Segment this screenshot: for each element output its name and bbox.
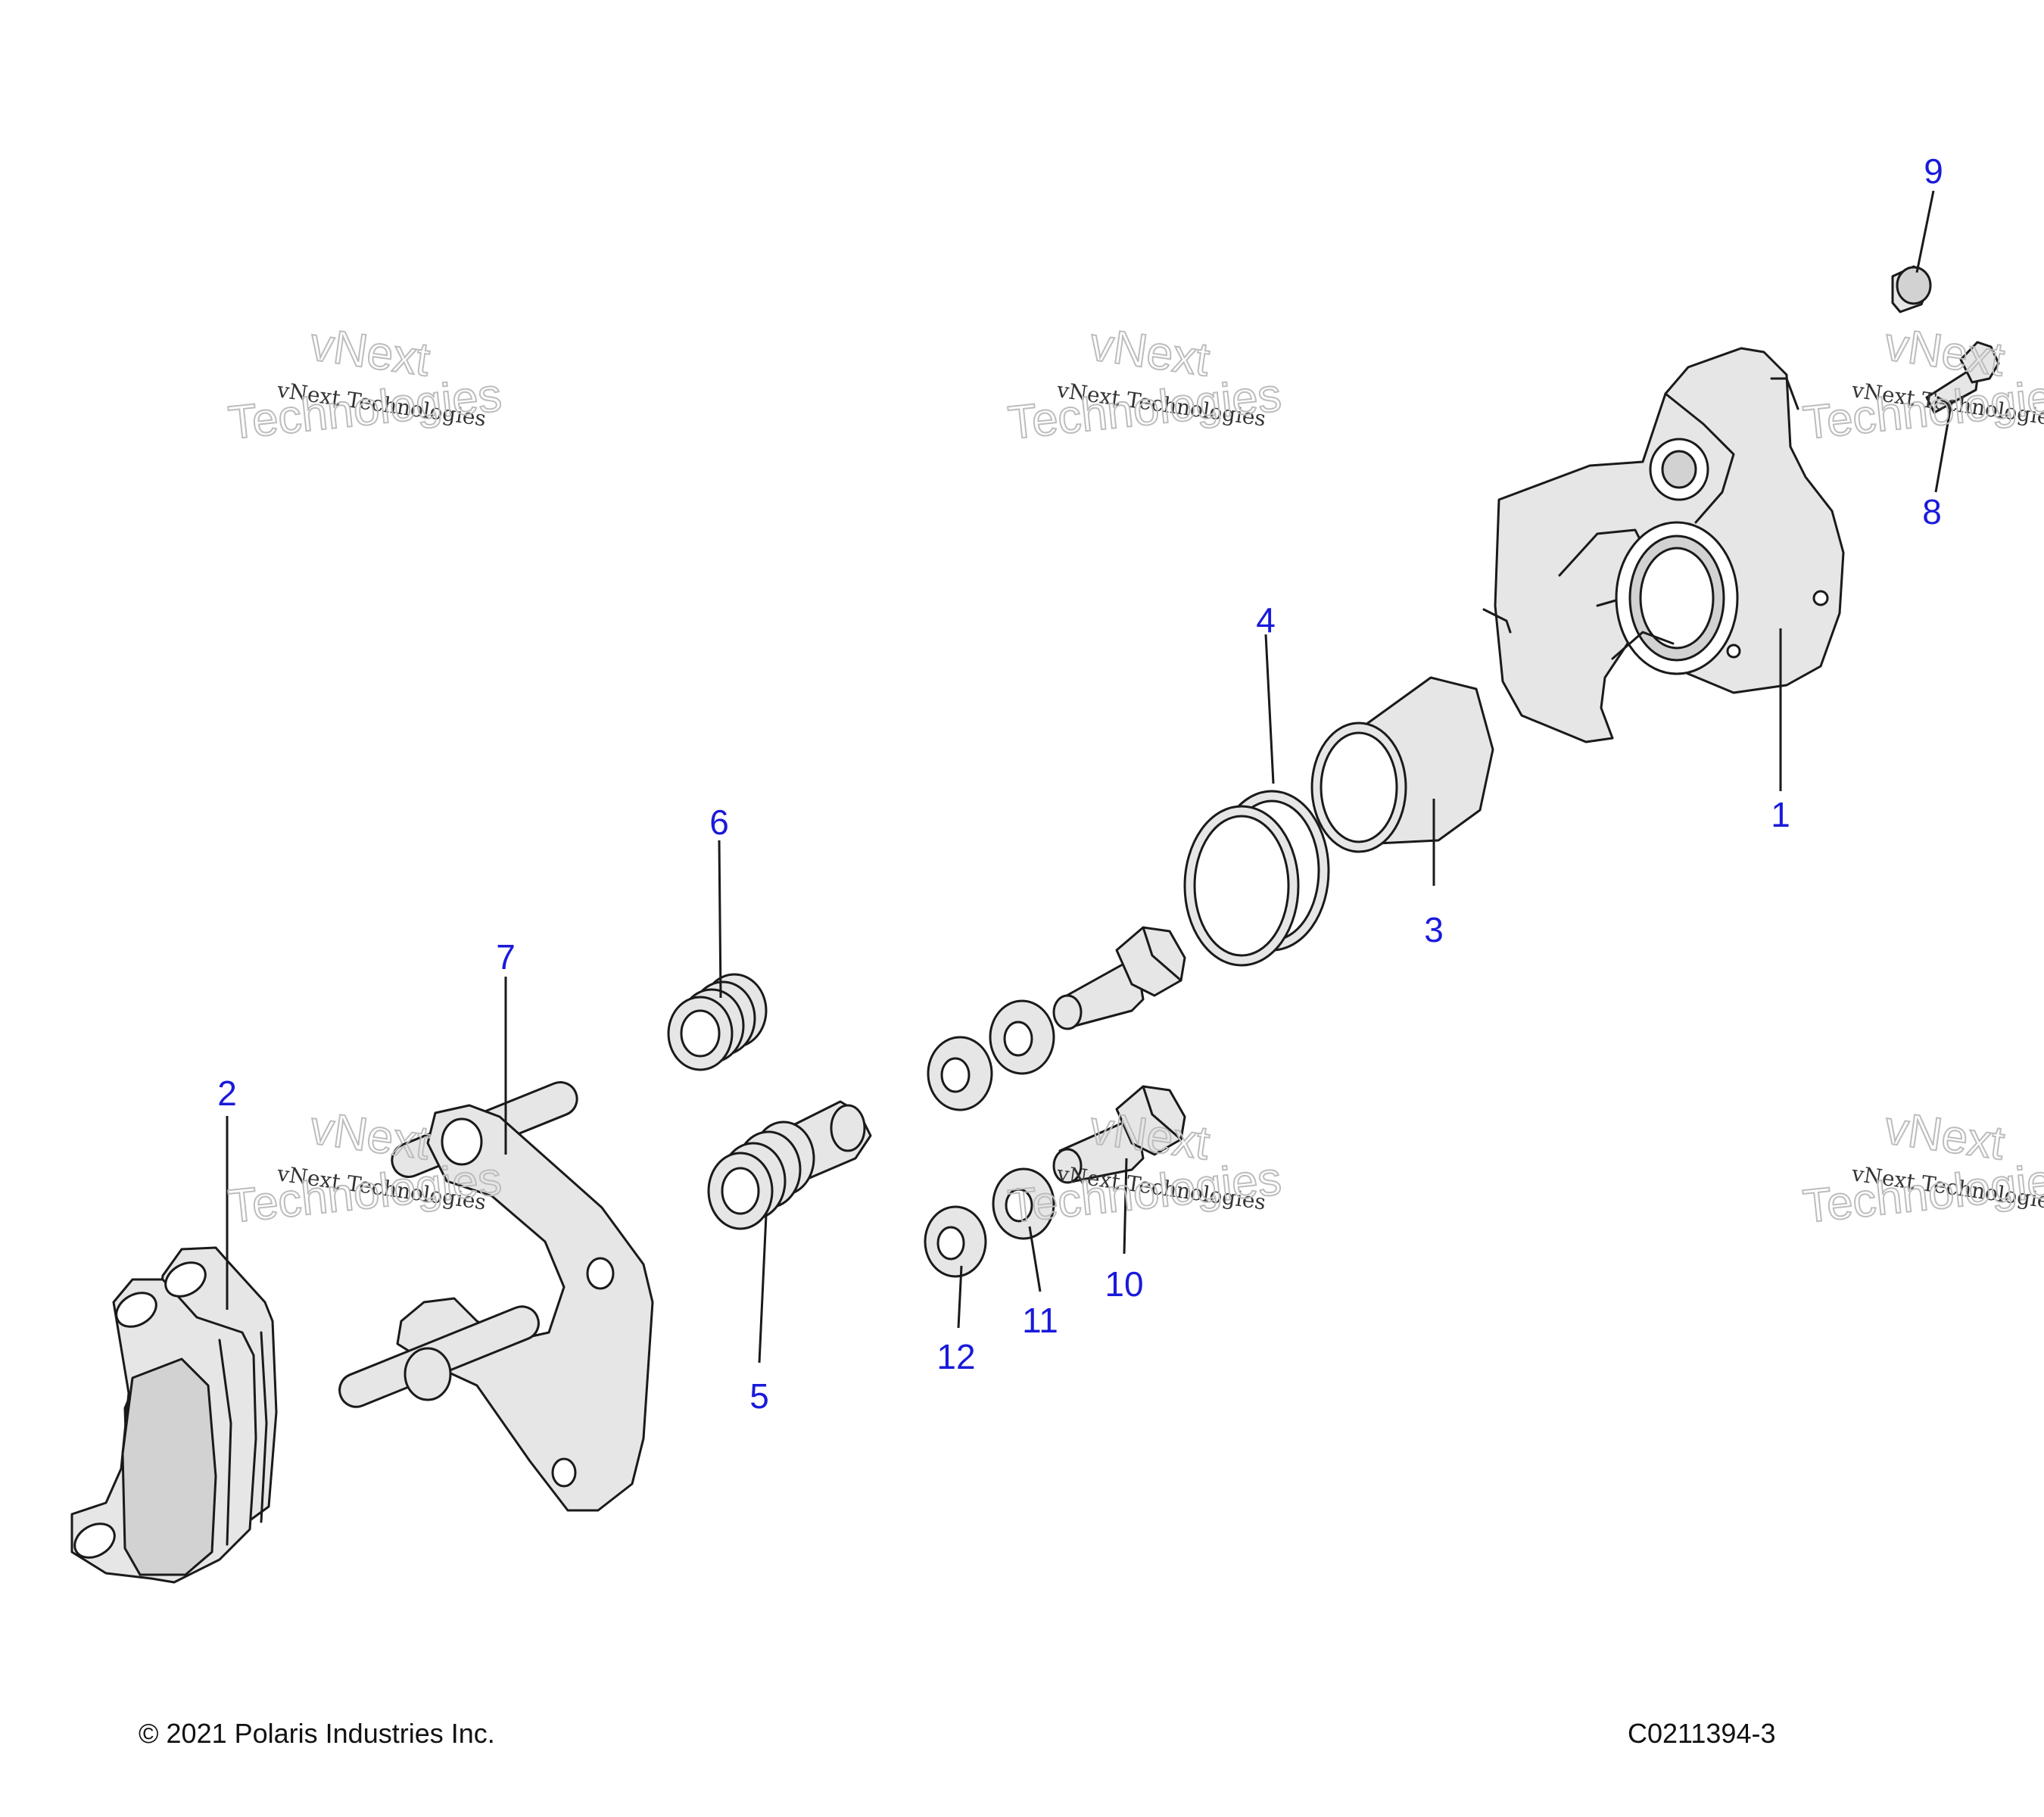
svg-text:Technologies: Technologies bbox=[226, 369, 504, 449]
svg-text:Technologies: Technologies bbox=[1006, 369, 1284, 449]
part-9-bleeder-cap bbox=[1891, 265, 1932, 313]
figure-id: C0211394-3 bbox=[1628, 1718, 1776, 1749]
callouts: 1 2 3 4 5 6 7 8 9 10 11 12 bbox=[217, 151, 1943, 1416]
svg-text:Technologies: Technologies bbox=[226, 1152, 504, 1233]
callout-8: 8 bbox=[1922, 492, 1942, 531]
svg-text:Technologies: Technologies bbox=[1801, 369, 2044, 449]
callout-5: 5 bbox=[749, 1376, 769, 1416]
svg-text:vNext: vNext bbox=[1881, 318, 2008, 386]
lower-bolt-assembly bbox=[924, 1085, 1186, 1278]
part-6-seal-boot bbox=[667, 973, 768, 1071]
part-8-bleeder-screw bbox=[1925, 341, 2000, 414]
watermark-top-center: vNext vNext Technologies Technologies bbox=[1005, 317, 1285, 450]
watermark-top-right: vNext vNext Technologies Technologies bbox=[1800, 317, 2044, 450]
part-7-caliper-bracket bbox=[338, 1081, 654, 1512]
callout-11: 11 bbox=[1022, 1301, 1058, 1340]
part-1-caliper-body bbox=[1482, 347, 1845, 743]
callout-10: 10 bbox=[1105, 1264, 1143, 1304]
callout-2: 2 bbox=[217, 1074, 237, 1113]
callout-7: 7 bbox=[496, 937, 516, 977]
callout-12: 12 bbox=[936, 1337, 975, 1376]
svg-text:vNext: vNext bbox=[307, 318, 433, 386]
svg-text:Technologies: Technologies bbox=[1801, 1152, 2044, 1233]
part-4-seal-rings bbox=[1183, 790, 1330, 967]
watermark-top-left: vNext vNext Technologies Technologies bbox=[226, 317, 505, 450]
callout-3: 3 bbox=[1424, 910, 1444, 949]
svg-text:vNext: vNext bbox=[1086, 318, 1213, 386]
watermark-bottom-right: vNext vNext Technologies Technologies bbox=[1800, 1101, 2044, 1234]
part-2-brake-pads bbox=[70, 1246, 278, 1584]
part-5-pin-boot bbox=[707, 1100, 872, 1230]
watermark-bottom-center: vNext vNext Technologies Technologies bbox=[1005, 1101, 1285, 1234]
callout-4: 4 bbox=[1256, 600, 1276, 640]
svg-text:vNext: vNext bbox=[1881, 1102, 2008, 1170]
upper-bolt-assembly bbox=[927, 926, 1186, 1111]
leader-lines bbox=[226, 190, 1953, 1364]
callout-1: 1 bbox=[1771, 795, 1790, 834]
svg-text:vNext: vNext bbox=[307, 1102, 433, 1170]
callout-9: 9 bbox=[1924, 151, 1943, 191]
svg-text:Technologies: Technologies bbox=[1006, 1152, 1284, 1233]
callout-6: 6 bbox=[709, 803, 729, 842]
part-3-piston bbox=[1310, 676, 1494, 853]
copyright-text: © 2021 Polaris Industries Inc. bbox=[139, 1718, 495, 1749]
